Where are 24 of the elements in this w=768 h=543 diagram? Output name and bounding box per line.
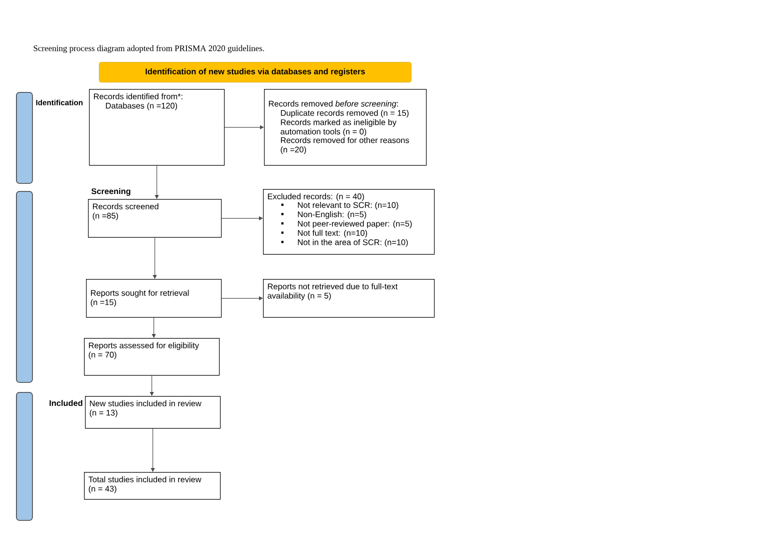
process-box: Total studies included in review (n = 43) — [84, 472, 221, 500]
process-box: Records screened (n =85) — [88, 198, 222, 238]
arrow — [221, 296, 263, 300]
process-box: Reports sought for retrieval (n =15) — [86, 278, 222, 318]
process-box: Excluded records: (n = 40) Not relevant to SCR: (n=10) Non-English: (n=5) Not peer-reviewed paper: (n=5) Not full text: (n=10) Not in the area of SCR: (n=10) — [263, 188, 435, 255]
arrow — [152, 237, 157, 279]
arrow — [224, 125, 264, 130]
heading-band: Identification of new studies via databases and registers — [99, 62, 412, 82]
phase-label: Screening — [91, 188, 130, 196]
process-box: Records identified from*: Databases (n =120) — [89, 89, 225, 166]
phase-bar — [16, 392, 33, 521]
caption-text: Screening process diagram adopted from PRISMA 2020 guidelines. — [34, 45, 264, 53]
process-box: Records removed before screening: Duplicate records removed (n = 15) Records marked as ineligible by automation tools (n = 0) Records removed for other reasons (n =20) — [264, 89, 427, 166]
phase-bar — [16, 190, 33, 383]
phase-label: Included — [50, 400, 82, 406]
arrow — [152, 317, 156, 338]
process-box: Reports assessed for eligibility (n = 70) — [84, 338, 220, 376]
arrow — [154, 165, 159, 199]
arrow — [150, 428, 155, 472]
arrow — [150, 375, 154, 396]
phase-bar — [16, 92, 33, 184]
process-box: Reports not retrieved due to full-text availability (n = 5) — [263, 278, 435, 318]
arrow — [221, 216, 263, 220]
process-box: New studies included in review (n = 13) — [85, 396, 221, 429]
